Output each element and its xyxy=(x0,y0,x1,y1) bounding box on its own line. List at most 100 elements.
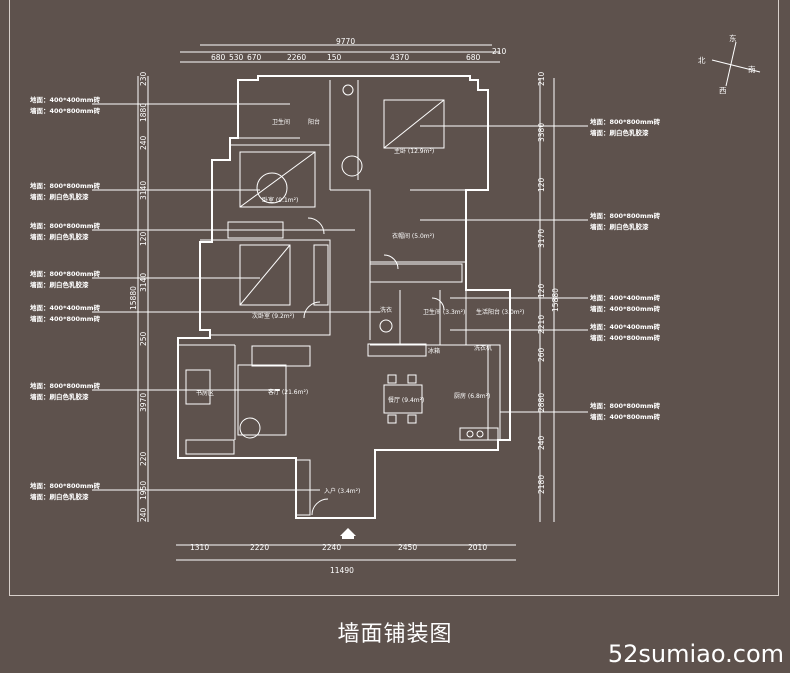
compass-south: 南 xyxy=(748,64,756,74)
label-fridge: 冰箱 xyxy=(428,347,440,355)
toilet-fixture xyxy=(379,319,393,333)
room-bath-2: 洗衣 xyxy=(380,306,392,314)
dim-top-seg: 680 xyxy=(211,53,226,62)
cabinet-1 xyxy=(367,343,427,357)
dim-left-seg: 3970 xyxy=(139,393,148,412)
wall-study xyxy=(178,344,236,440)
note-wall: 墙面：刷白色乳胶漆 xyxy=(30,392,89,401)
note-wall: 墙面：400*800mm砖 xyxy=(590,304,661,313)
door-arc xyxy=(303,301,321,319)
dim-right-seg: 120 xyxy=(537,177,546,192)
dim-left-total: 15880 xyxy=(129,286,138,310)
hob-burner xyxy=(476,430,484,438)
note-wall: 墙面：刷白色乳胶漆 xyxy=(30,280,89,289)
drawing-frame xyxy=(9,0,779,596)
note-floor: 地面：800*800mm砖 xyxy=(590,117,661,126)
entrance-arrow-icon xyxy=(340,528,356,536)
dim-left-seg: 230 xyxy=(139,71,148,86)
chair xyxy=(387,414,397,424)
note-wall: 墙面：刷白色乳胶漆 xyxy=(30,192,89,201)
chair xyxy=(407,374,417,384)
compass-east: 东 xyxy=(729,33,737,43)
chair-round xyxy=(239,417,261,439)
bed-2 xyxy=(239,151,316,208)
wall-bedroom3 xyxy=(200,239,331,336)
chair xyxy=(387,374,397,384)
dim-right-seg: 3380 xyxy=(537,123,546,142)
hob-burner xyxy=(466,430,474,438)
note-floor: 地面：800*800mm砖 xyxy=(30,381,101,390)
dim-right-total: 15880 xyxy=(551,288,560,312)
room-dining: 餐厅 (9.4m²) xyxy=(388,396,424,404)
kitchen-counter-2 xyxy=(459,427,499,441)
dim-top-seg: 680 xyxy=(466,53,481,62)
chair-round-2 xyxy=(341,155,363,177)
dim-right-seg: 2880 xyxy=(537,393,546,412)
dim-bottom-seg: 2240 xyxy=(322,543,341,552)
door-arc xyxy=(311,498,329,516)
room-labels: 主卧 (12.9m²) 卫生间 阳台 卧室 (9.1m²) 衣帽间 (5.0m²… xyxy=(196,118,524,495)
dim-left-seg: 220 xyxy=(139,451,148,466)
bed-2-diag xyxy=(239,151,316,208)
compass-north: 北 xyxy=(698,56,706,65)
dim-top-seg: 210 xyxy=(492,47,507,56)
dim-left-seg: 240 xyxy=(139,135,148,150)
note-wall: 墙面：刷白色乳胶漆 xyxy=(590,128,649,137)
room-entry: 入户 (3.4m²) xyxy=(324,487,360,495)
cabinet-2 xyxy=(185,439,235,455)
entrance-arrow-base xyxy=(342,536,354,539)
sofa xyxy=(237,364,287,436)
desk xyxy=(185,369,211,405)
compass-line xyxy=(725,41,737,87)
dim-bottom-seg: 1310 xyxy=(190,543,209,552)
note-floor: 地面：800*800mm砖 xyxy=(30,181,101,190)
note-wall: 墙面：400*800mm砖 xyxy=(30,314,101,323)
label-wash: 洗衣机 xyxy=(474,344,492,352)
floor-plan: 东 北 南 西 9770 680 530 670 2260 150 4370 6… xyxy=(30,33,761,575)
notes-left: 地面：400*400mm砖 墙面：400*800mm砖 地面：800*800mm… xyxy=(30,95,101,501)
wall-master xyxy=(329,80,359,180)
note-floor: 地面：800*800mm砖 xyxy=(590,401,661,410)
dim-right-seg: 2180 xyxy=(537,475,546,494)
dim-top-seg: 670 xyxy=(247,53,262,62)
dim-top-seg: 530 xyxy=(229,53,244,62)
bed-3 xyxy=(239,244,291,306)
dim-left-seg: 3140 xyxy=(139,273,148,292)
note-wall: 墙面：400*800mm砖 xyxy=(590,333,661,342)
note-floor: 地面：400*400mm砖 xyxy=(30,95,101,104)
dim-left-seg: 3140 xyxy=(139,181,148,200)
room-study: 书房区 xyxy=(196,389,214,397)
room-bedroom-3: 次卧室 (9.2m²) xyxy=(252,312,294,320)
room-bedroom-2: 卧室 (9.1m²) xyxy=(262,196,298,204)
room-master-bedroom: 主卧 (12.9m²) xyxy=(394,147,434,155)
room-balcony: 阳台 xyxy=(308,118,320,126)
wall-bath xyxy=(399,290,467,345)
note-floor: 地面：400*400mm砖 xyxy=(590,293,661,302)
watermark: 52sumiao.com xyxy=(607,640,784,668)
dim-bottom-total: 11490 xyxy=(330,566,354,575)
bed-master-diag xyxy=(383,99,445,149)
note-floor: 地面：800*800mm砖 xyxy=(30,269,101,278)
wall-corridor xyxy=(330,189,371,340)
note-floor: 地面：400*400mm砖 xyxy=(590,322,661,331)
note-floor: 地面：800*800mm砖 xyxy=(30,481,101,490)
room-laundry: 生活阳台 (3.0m²) xyxy=(476,308,524,316)
note-floor: 地面：800*800mm砖 xyxy=(30,221,101,230)
dim-bottom-seg: 2220 xyxy=(250,543,269,552)
room-kitchen: 厨房 (6.8m²) xyxy=(454,392,490,400)
dim-left-seg: 240 xyxy=(139,507,148,522)
note-wall: 墙面：刷白色乳胶漆 xyxy=(590,222,649,231)
drawing-caption: 墙面铺装图 xyxy=(337,622,453,647)
dim-bottom-seg: 2450 xyxy=(398,543,417,552)
dim-left-seg: 120 xyxy=(139,231,148,246)
dim-top-seg: 150 xyxy=(327,53,342,62)
dim-top-seg: 4370 xyxy=(390,53,409,62)
tv-cabinet xyxy=(251,345,311,367)
wardrobe-2 xyxy=(313,244,329,306)
bed-master xyxy=(383,99,445,149)
door-arc xyxy=(383,254,399,270)
note-wall: 墙面：刷白色乳胶漆 xyxy=(30,232,89,241)
dim-right-seg: 260 xyxy=(537,347,546,362)
door-arc xyxy=(431,297,445,311)
bed-3-diag xyxy=(239,244,291,306)
